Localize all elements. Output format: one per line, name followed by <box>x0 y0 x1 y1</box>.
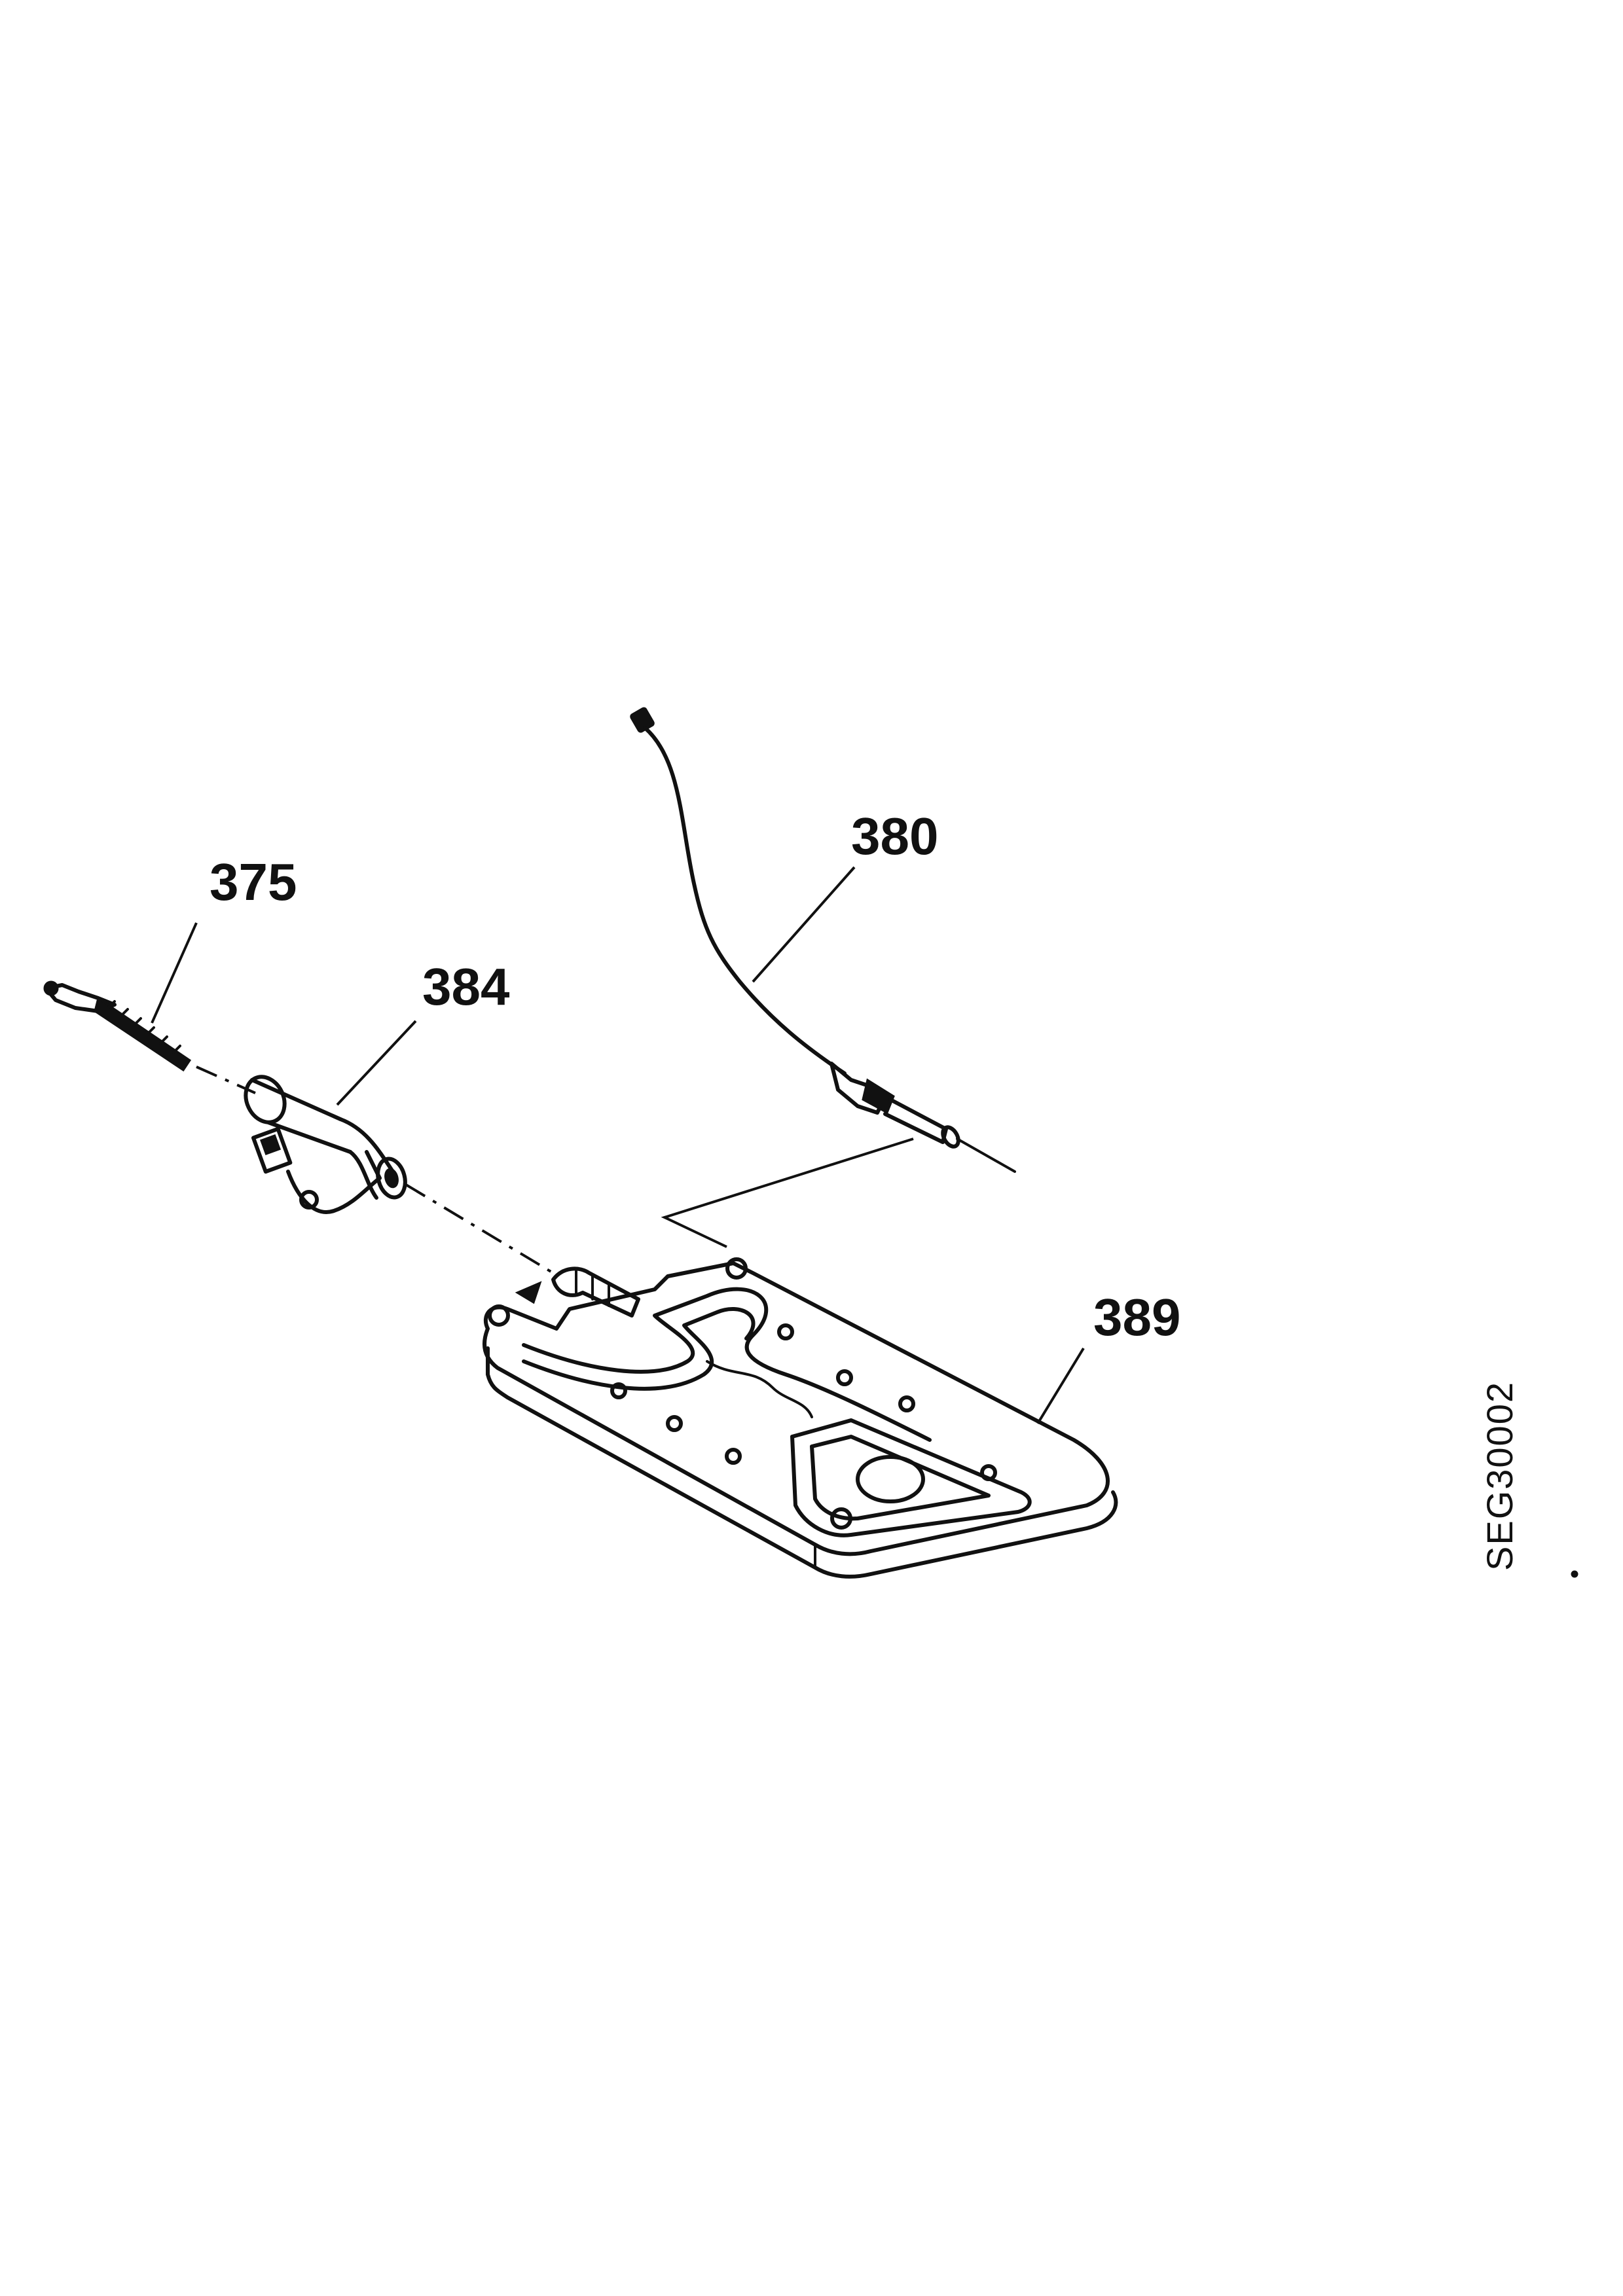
callout-384: 384 <box>422 958 510 1016</box>
callout-375: 375 <box>210 853 297 911</box>
leader-380 <box>752 866 856 983</box>
part-384-holder-bracket <box>244 1075 407 1214</box>
stray-dot <box>1571 1570 1578 1578</box>
callout-389: 389 <box>1093 1288 1180 1346</box>
leader-384 <box>336 1020 417 1106</box>
leader-389 <box>1036 1347 1085 1425</box>
assembly-lines <box>196 1066 914 1274</box>
leader-375 <box>151 922 198 1024</box>
drawing-code: SEG30002 <box>1479 1381 1520 1571</box>
leader-lines <box>151 866 1085 1425</box>
part-375-threaded-pin <box>43 980 192 1072</box>
part-389-heating-plate <box>483 1257 1118 1579</box>
callout-380: 380 <box>851 807 938 865</box>
part-380-cable-sensor <box>630 707 1016 1173</box>
